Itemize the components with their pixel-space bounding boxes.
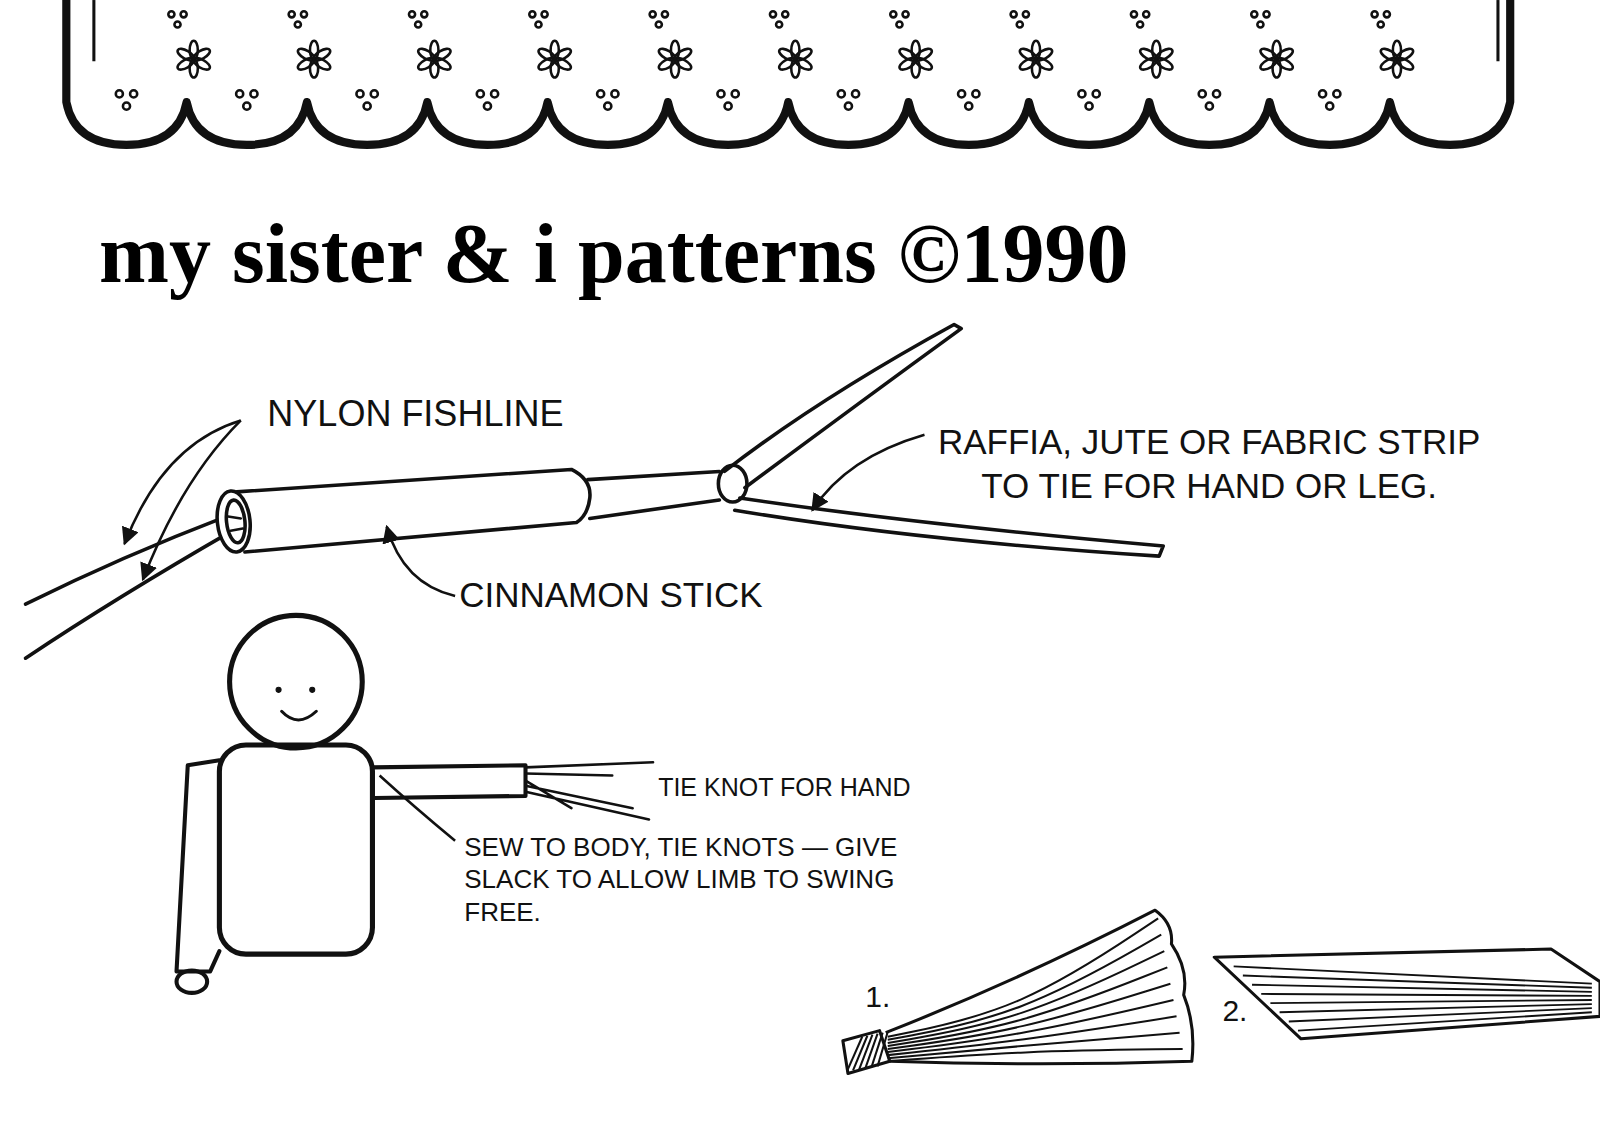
title: my sister & i patterns ©1990 bbox=[99, 212, 1128, 296]
callout-number: 1. bbox=[865, 978, 926, 1016]
note: SEW TO BODY, TIE KNOTS — GIVE SLACK TO A… bbox=[464, 831, 944, 929]
doll-figure bbox=[177, 615, 654, 993]
note: TIE KNOT FOR HAND bbox=[658, 772, 1066, 803]
raffia-bundle bbox=[843, 910, 1193, 1073]
raffia-strip bbox=[1214, 949, 1600, 1039]
part-label: NYLON FISHLINE bbox=[267, 391, 696, 436]
part-label: CINNAMON STICK bbox=[459, 573, 888, 617]
callout-number: 2. bbox=[1222, 992, 1283, 1030]
note: RAFFIA, JUTE OR FABRIC STRIP TO TIE FOR … bbox=[923, 420, 1494, 508]
lace-border bbox=[66, 0, 1510, 145]
